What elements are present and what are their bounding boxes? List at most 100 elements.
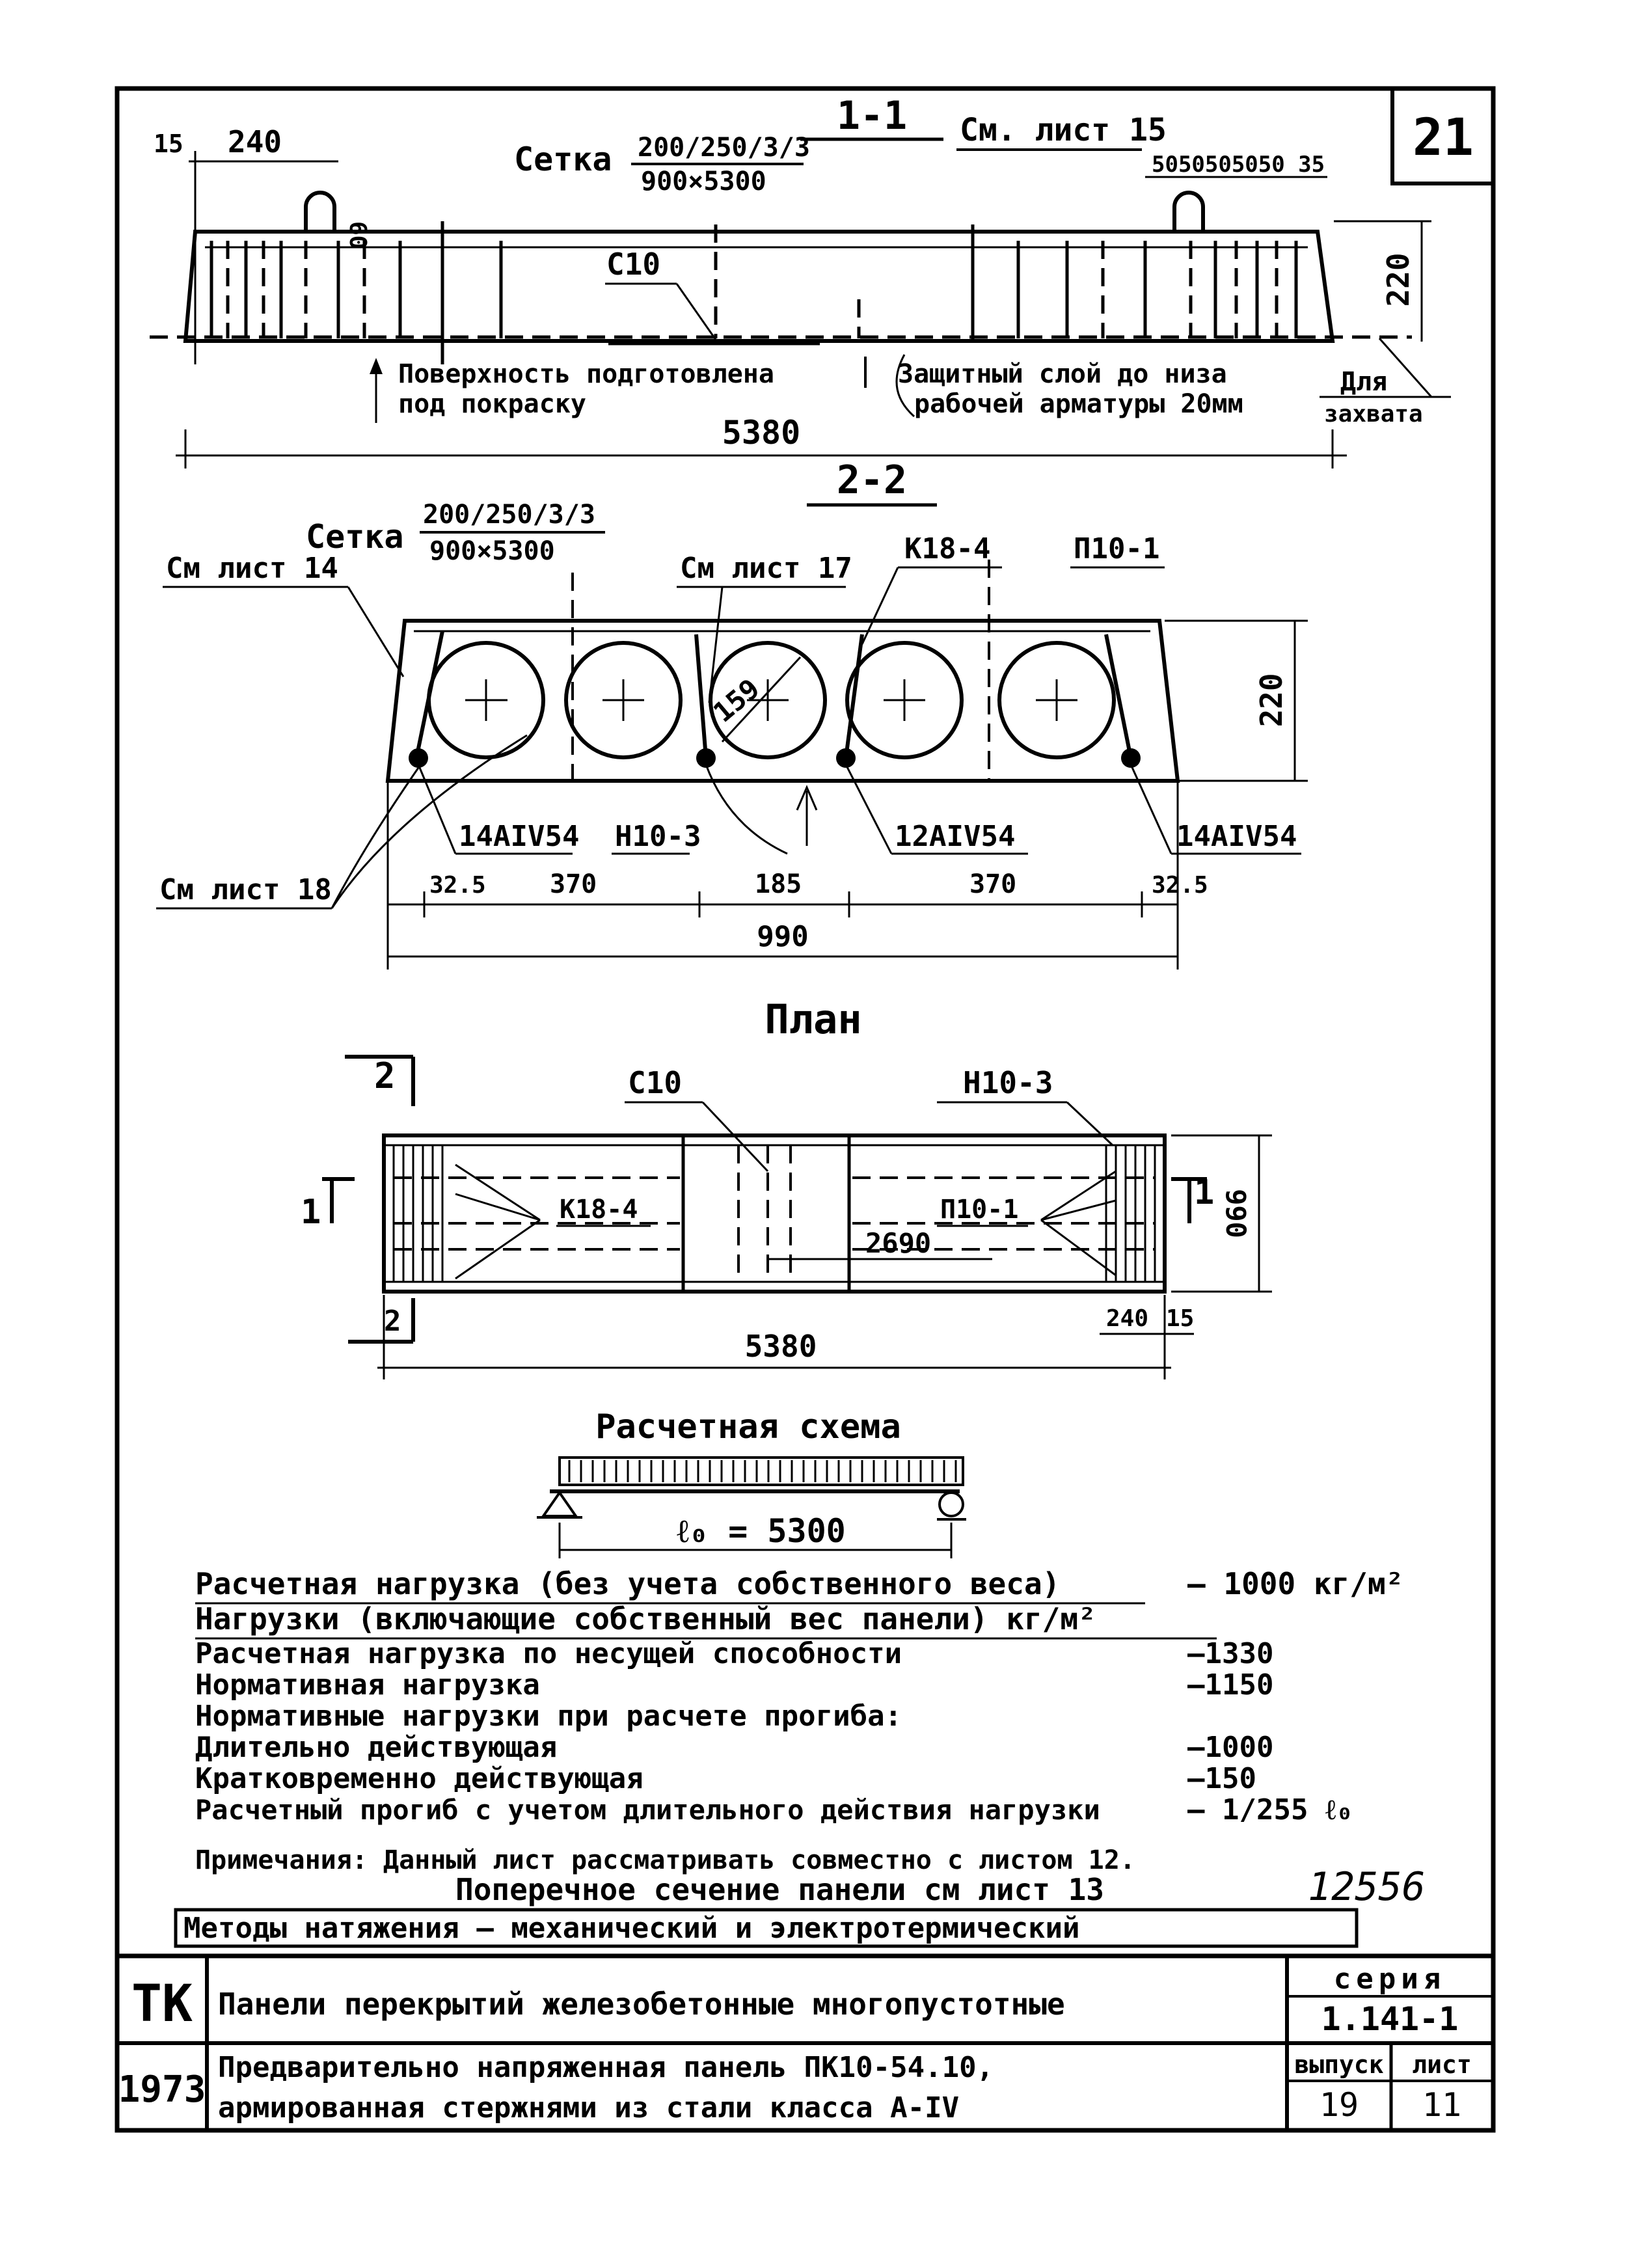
- desc-line-2: армированная стержнями из стали класса А…: [218, 2091, 959, 2124]
- section-2-bar-mid: 12АIV54: [895, 820, 1015, 853]
- note-cover-1: Защитный слой до низа: [898, 359, 1227, 389]
- dim-370-left: 370: [550, 869, 597, 899]
- load-label-5: Длительно действующая: [195, 1731, 557, 1764]
- section-2-bar-right: 14АIV54: [1176, 820, 1297, 853]
- section-2-n103: Н10-3: [615, 820, 701, 853]
- plan-dim-15: 15: [1166, 1305, 1194, 1332]
- scheme-span: ℓ₀ = 5300: [677, 1512, 846, 1550]
- load-label-7: Расчетный прогиб с учетом длительного де…: [195, 1794, 1100, 1826]
- lifting-loop-left: [304, 191, 336, 232]
- plan-width: 990: [1220, 1189, 1252, 1238]
- section-1-c10: С10: [606, 247, 660, 282]
- plan-k18: К18-4: [560, 1195, 638, 1225]
- loads-table: Расчетная нагрузка (без учета собственно…: [195, 1566, 1403, 1826]
- section-1-mesh-top: 200/250/3/3: [638, 133, 810, 163]
- note-line-1: Примечания: Данный лист рассматривать со…: [195, 1845, 1135, 1875]
- plan-title: План: [765, 996, 861, 1043]
- dim-15-left: 15: [154, 129, 183, 158]
- load-value-0: — 1000 кг/м²: [1187, 1566, 1403, 1601]
- section-2-p10: П10-1: [1074, 532, 1159, 565]
- lifting-loop-right: [1172, 191, 1205, 232]
- load-label-4: Нормативные нагрузки при расчете прогиба…: [195, 1700, 902, 1733]
- note-cover-2: рабочей арматуры 20мм: [914, 389, 1243, 419]
- dim-60: 60: [344, 221, 371, 249]
- section-2-2: 2-2 Сетка 200/250/3/3 900×5300 См лист 1…: [156, 457, 1308, 970]
- sheet-title: Панели перекрытий железобетонные многопу…: [218, 1987, 1065, 2022]
- dim-right-small: 5050505050 35: [1152, 152, 1325, 178]
- section-2-height: 220: [1254, 673, 1289, 727]
- section-1-length: 5380: [722, 414, 800, 452]
- desc-line-1: Предварительно напряженная панель ПК10-5…: [218, 2051, 994, 2084]
- load-value-3: —1150: [1187, 1668, 1273, 1702]
- load-label-1: Нагрузки (включающие собственный вес пан…: [195, 1601, 1096, 1636]
- section-1-beam: [183, 230, 1335, 343]
- support-roller: [938, 1491, 964, 1517]
- year: 1973: [118, 2069, 206, 2111]
- issue-label: выпуск: [1294, 2050, 1383, 2079]
- note-surface-2: под покраску: [398, 389, 586, 419]
- plan-mark-2-bottom: 2: [384, 1305, 401, 1338]
- issue-value: 19: [1320, 2086, 1359, 2124]
- distributed-load: [558, 1456, 964, 1486]
- org-code: ТК: [131, 1975, 193, 2033]
- plan-view: План 2 С10 Н10-3: [301, 996, 1272, 1379]
- load-value-7: — 1/255 ℓ₀: [1187, 1793, 1353, 1826]
- load-label-0: Расчетная нагрузка (без учета собственно…: [195, 1566, 1060, 1601]
- load-label-3: Нормативная нагрузка: [195, 1668, 540, 1702]
- note-grip-1: Для: [1340, 367, 1387, 397]
- sheet-number-box: [1390, 88, 1493, 185]
- section-2-mesh-top: 200/250/3/3: [423, 500, 595, 530]
- load-label-2: Расчетная нагрузка по несущей способност…: [195, 1637, 902, 1670]
- plan-dim-2690: 2690: [865, 1227, 931, 1259]
- load-value-6: —150: [1187, 1762, 1256, 1795]
- notes: Примечания: Данный лист рассматривать со…: [174, 1845, 1426, 1948]
- section-2-see-18: См лист 18: [159, 873, 332, 906]
- plan-p10: П10-1: [940, 1195, 1018, 1225]
- load-value-2: —1330: [1187, 1637, 1273, 1670]
- load-value-5: —1000: [1187, 1731, 1273, 1764]
- title-block: ТК Панели перекрытий железобетонные мног…: [117, 1953, 1493, 2130]
- section-2-total-width: 990: [757, 920, 808, 953]
- section-2-see-17: См лист 17: [680, 552, 852, 585]
- sheet-value: 11: [1422, 2086, 1461, 2124]
- note-line-2: Поперечное сечение панели см лист 13: [455, 1872, 1104, 1907]
- plan-mark-1-left: 1: [301, 1193, 321, 1232]
- dim-240-left: 240: [228, 124, 282, 159]
- plan-length: 5380: [745, 1329, 817, 1364]
- plan-panel: [382, 1133, 1167, 1294]
- note-surface-1: Поверхность подготовлена: [398, 359, 774, 389]
- dim-370-right: 370: [969, 869, 1016, 899]
- section-2-k18: К18-4: [904, 532, 990, 565]
- section-1-title: 1-1: [837, 93, 907, 139]
- scheme-title: Расчетная схема: [595, 1407, 901, 1446]
- section-2-bar-left: 14АIV54: [459, 820, 579, 853]
- section-2-mesh-bottom: 900×5300: [429, 536, 555, 566]
- section-2-see-14: См лист 14: [166, 552, 338, 585]
- note-handwritten: 12556: [1308, 1864, 1426, 1910]
- plan-mark-2-top: 2: [374, 1055, 396, 1096]
- design-scheme: Расчетная схема ℓ₀ = 5300: [537, 1407, 966, 1558]
- methods-box: [174, 1908, 1359, 1948]
- methods-text: Методы натяжения — механический и электр…: [183, 1912, 1080, 1945]
- section-2-title: 2-2: [837, 457, 907, 503]
- section-1-1: 1-1 Сетка 200/250/3/3 900×5300 См. лист …: [150, 93, 1451, 468]
- note-grip-2: захвата: [1324, 401, 1423, 427]
- dim-32-5-right: 32.5: [1152, 872, 1208, 899]
- section-2-mesh-label: Сетка: [306, 518, 404, 556]
- series-value: 1.141-1: [1321, 2000, 1459, 2038]
- load-label-6: Кратковременно действующая: [195, 1762, 643, 1795]
- plan-dim-240: 240: [1106, 1305, 1148, 1332]
- sheet-label: лист: [1412, 2050, 1472, 2079]
- sheet-number: 21: [1413, 109, 1474, 167]
- dim-185: 185: [755, 869, 802, 899]
- section-1-mesh-label: Сетка: [514, 141, 612, 178]
- support-pin: [541, 1490, 578, 1517]
- plan-c10: С10: [628, 1065, 682, 1100]
- section-1-mesh-bottom: 900×5300: [641, 167, 766, 197]
- section-1-height: 220: [1381, 252, 1416, 306]
- plan-n103: Н10-3: [963, 1065, 1053, 1100]
- series-label: серия: [1334, 1962, 1446, 1996]
- sheet-frame: [115, 86, 1496, 2133]
- section-1-see-sheet: См. лист 15: [960, 112, 1167, 148]
